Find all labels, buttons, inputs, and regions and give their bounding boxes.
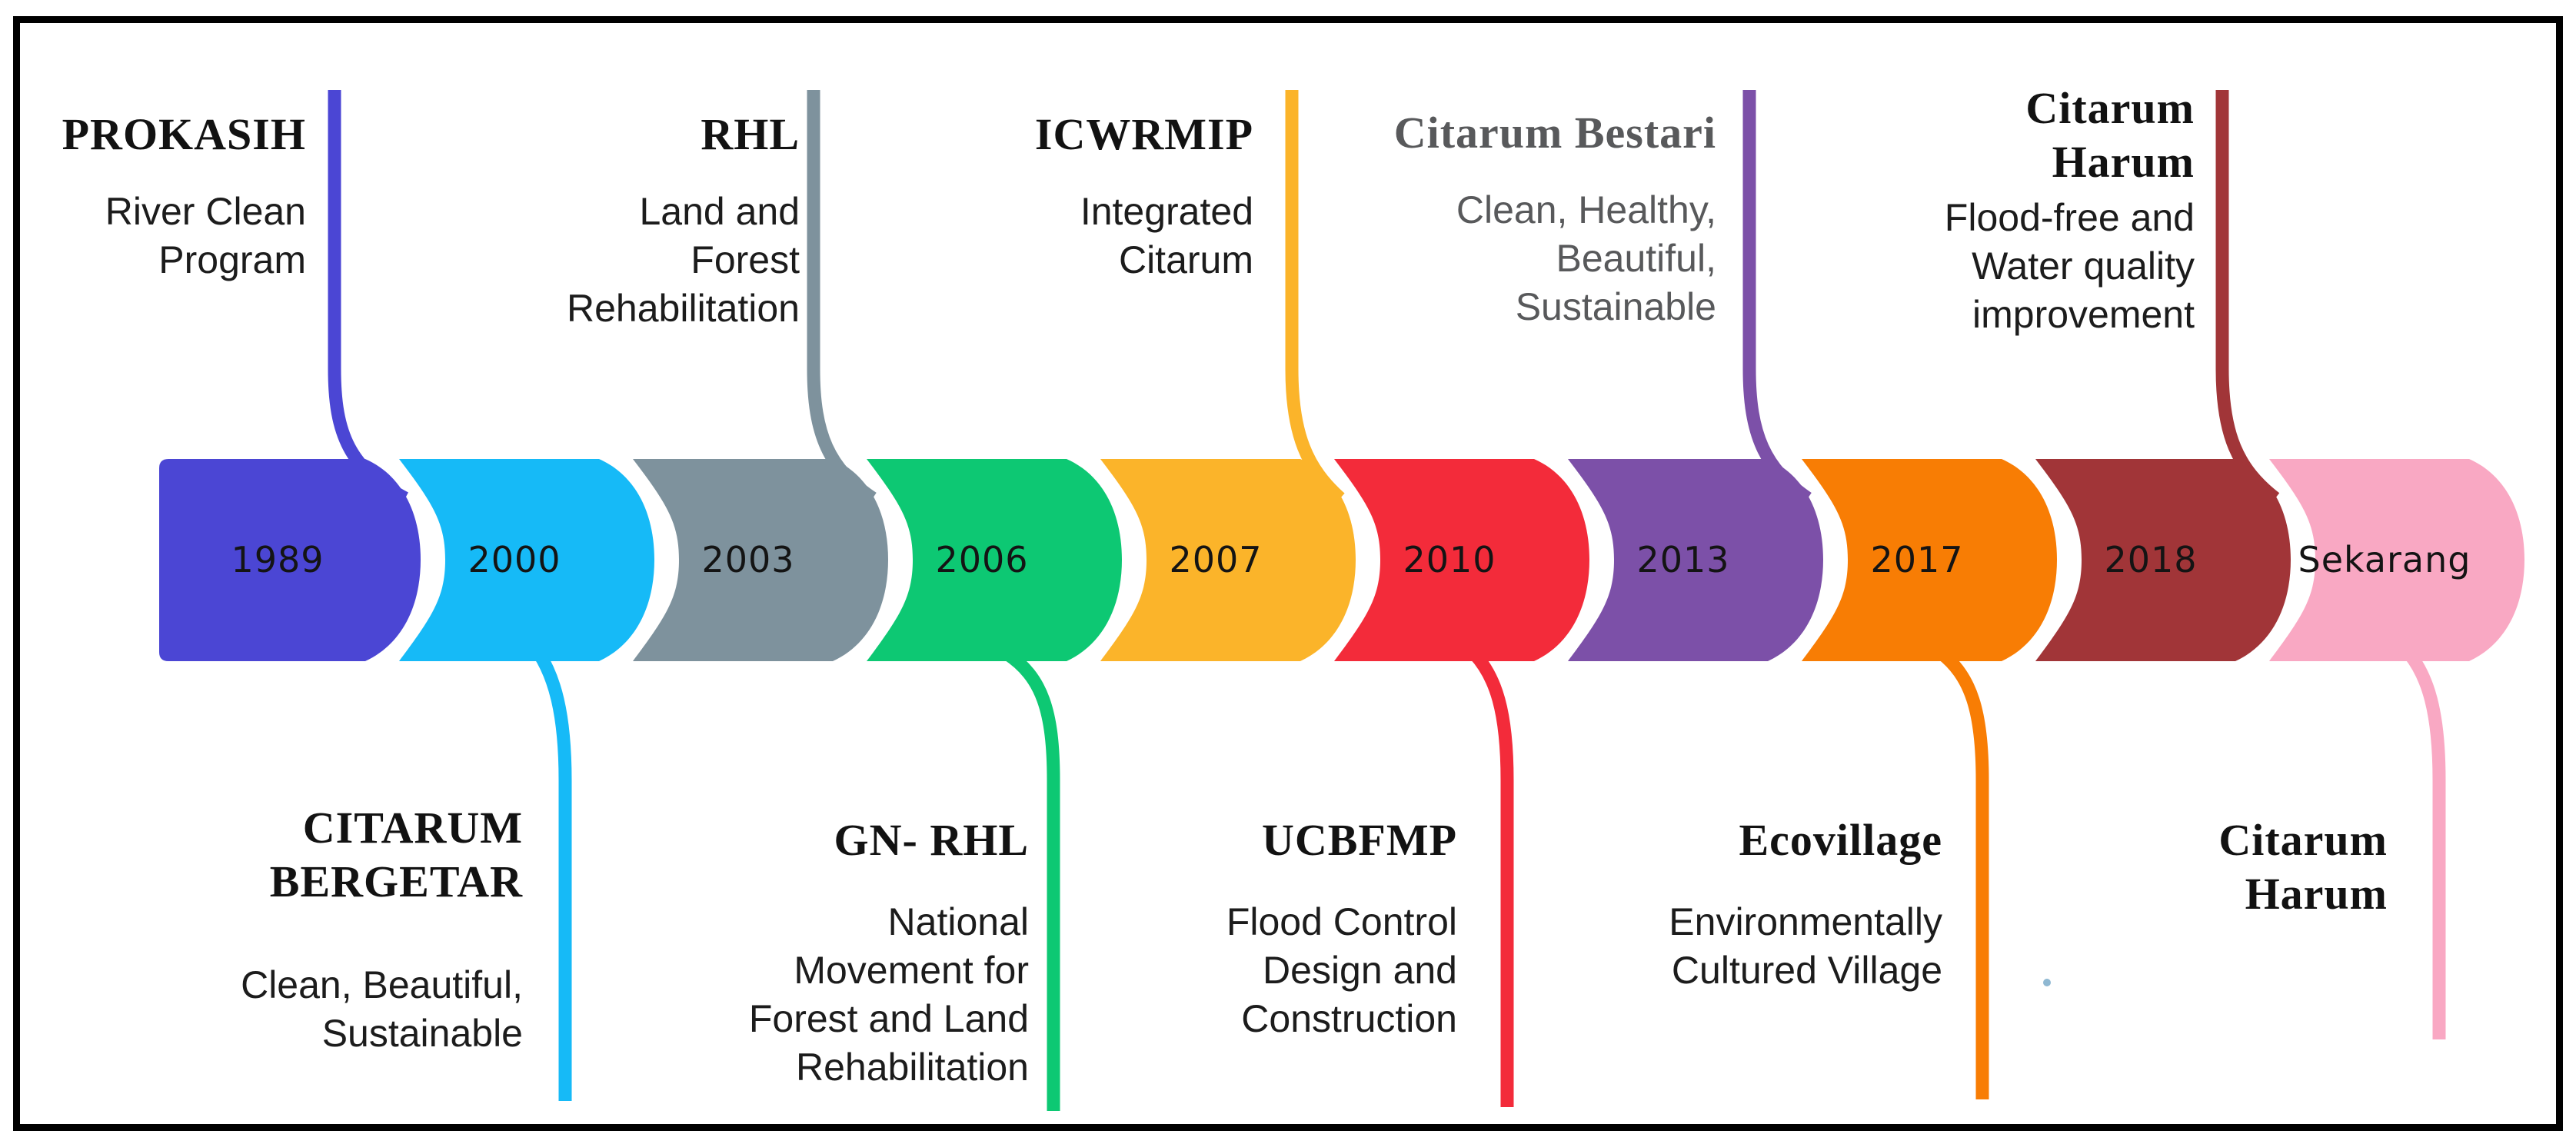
- segment-2018: [2035, 459, 2291, 661]
- segment-2006: [867, 459, 1122, 661]
- year-label-2010: 2010: [1403, 539, 1496, 580]
- label-block-icwrmip: ICWRMIP Integrated Citarum: [1035, 108, 1253, 284]
- connector-2013: [1742, 90, 1812, 504]
- program-name: Citarum Harum: [2218, 815, 2388, 919]
- label-block-citarum-harum-bottom: Citarum Harum: [2218, 813, 2388, 921]
- program-name: CITARUM BERGETAR: [269, 803, 523, 906]
- border-frame: [13, 16, 2563, 1131]
- connector-2006: [1003, 647, 1060, 1111]
- connector-2017: [1937, 648, 1989, 1099]
- segment-1989: [159, 459, 421, 661]
- year-label-2003: 2003: [701, 539, 794, 580]
- connector-2000: [533, 650, 572, 1101]
- program-description: Clean, Beautiful, Sustainable: [241, 963, 523, 1055]
- program-description: National Movement for Forest and Land Re…: [748, 900, 1029, 1089]
- connector-2010: [1469, 649, 1514, 1107]
- segment-sekarang: [2269, 459, 2524, 661]
- label-block-citarum-bestari: Citarum Bestari Clean, Healthy, Beautifu…: [1394, 106, 1716, 331]
- year-label-2006: 2006: [935, 539, 1028, 580]
- program-name: RHL: [701, 109, 800, 159]
- segment-2010: [1334, 459, 1589, 661]
- label-block-prokasih: PROKASIH River Clean Program: [62, 108, 306, 284]
- connector-2007: [1285, 90, 1345, 504]
- segment-2017: [1802, 459, 2057, 661]
- program-description: Clean, Healthy, Beautiful, Sustainable: [1456, 188, 1716, 328]
- program-name: PROKASIH: [62, 109, 306, 159]
- label-block-citarum-harum-top: Citarum Harum Flood-free and Water quali…: [1945, 81, 2195, 339]
- program-description: Environmentally Cultured Village: [1669, 900, 1942, 992]
- segment-2007: [1100, 459, 1356, 661]
- year-label-2000: 2000: [468, 539, 561, 580]
- segment-2000: [399, 459, 654, 661]
- program-description: Land and Forest Rehabilitation: [567, 190, 800, 330]
- connector-1989: [328, 90, 408, 504]
- label-block-citarum-bergetar: CITARUM BERGETAR Clean, Beautiful, Susta…: [241, 801, 523, 1058]
- program-name: GN- RHL: [834, 815, 1029, 865]
- year-label-2017: 2017: [1870, 539, 1963, 580]
- program-name: Ecovillage: [1739, 815, 1942, 865]
- segment-2003: [633, 459, 888, 661]
- program-name: Citarum Bestari: [1393, 108, 1716, 158]
- program-description: Flood Control Design and Construction: [1226, 900, 1457, 1040]
- year-label-sekarang: Sekarang: [2298, 539, 2471, 580]
- label-block-ecovillage: Ecovillage Environmentally Cultured Vill…: [1669, 813, 1942, 995]
- connector-2018: [2215, 90, 2280, 504]
- program-name: UCBFMP: [1261, 815, 1457, 865]
- connector-sekarang: [2404, 649, 2446, 1039]
- label-block-rhl: RHL Land and Forest Rehabilitation: [567, 108, 800, 333]
- year-label-2018: 2018: [2104, 539, 2197, 580]
- program-description: Integrated Citarum: [1080, 190, 1253, 281]
- label-block-gn-rhl: GN- RHL National Movement for Forest and…: [749, 813, 1029, 1092]
- connector-2003: [807, 90, 877, 504]
- year-label-2013: 2013: [1636, 539, 1729, 580]
- program-name: ICWRMIP: [1034, 109, 1253, 159]
- year-label-2007: 2007: [1169, 539, 1262, 580]
- program-name: Citarum Harum: [2025, 83, 2195, 187]
- label-block-ucbfmp: UCBFMP Flood Control Design and Construc…: [1226, 813, 1457, 1043]
- segment-2013: [1568, 459, 1823, 661]
- year-label-1989: 1989: [231, 539, 324, 580]
- program-description: River Clean Program: [105, 190, 306, 281]
- program-description: Flood-free and Water quality improvement: [1944, 196, 2195, 336]
- stray-dot: [2043, 979, 2051, 986]
